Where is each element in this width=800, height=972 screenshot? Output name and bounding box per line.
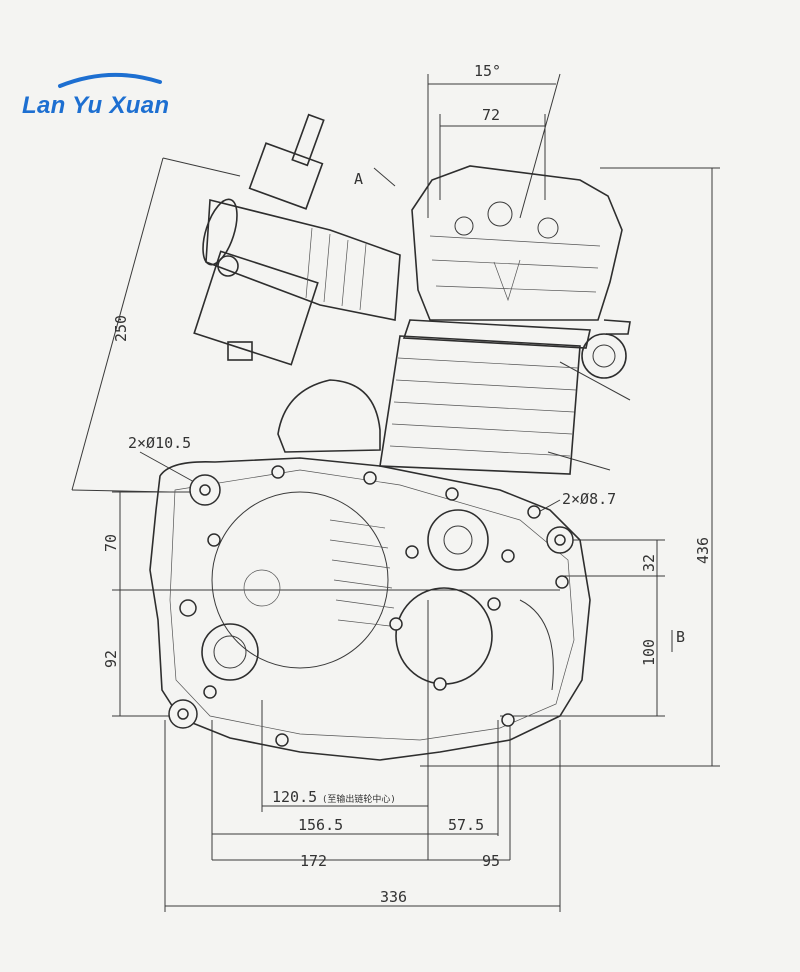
dim-bottom-2b: 57.5 (448, 816, 484, 834)
dim-bottom-2a: 156.5 (298, 816, 343, 834)
dim-bottom-3a: 172 (300, 852, 327, 870)
dim-left-lower: 92 (102, 650, 120, 668)
mounting-holes (168, 465, 574, 747)
dim-right-upper: 32 (640, 554, 658, 572)
dim-diagonal: 250 (112, 315, 130, 342)
view-a-label: A (354, 170, 363, 188)
view-b-label: B (676, 628, 685, 646)
dim-bottom-1: 120.5 (272, 788, 317, 806)
dim-right-lower: 100 (640, 639, 658, 666)
dim-top-width: 72 (482, 106, 500, 124)
dim-hole-left: 2×Ø10.5 (128, 434, 191, 452)
logo-text: Lan Yu Xuan (22, 92, 170, 119)
engine-outline (149, 113, 631, 761)
dim-total-height: 436 (694, 537, 712, 564)
dim-bottom-1-note: (至输出链轮中心) (322, 793, 396, 805)
dim-left-upper: 70 (102, 534, 120, 552)
dim-bottom-3b: 95 (482, 852, 500, 870)
dimension-lines (71, 73, 720, 912)
dim-hole-right: 2×Ø8.7 (562, 490, 616, 508)
dim-bottom-total: 336 (380, 888, 407, 906)
logo-swoosh-icon (58, 72, 162, 88)
brand-logo: Lan Yu Xuan (22, 92, 169, 120)
dim-angle: 15° (474, 62, 501, 80)
